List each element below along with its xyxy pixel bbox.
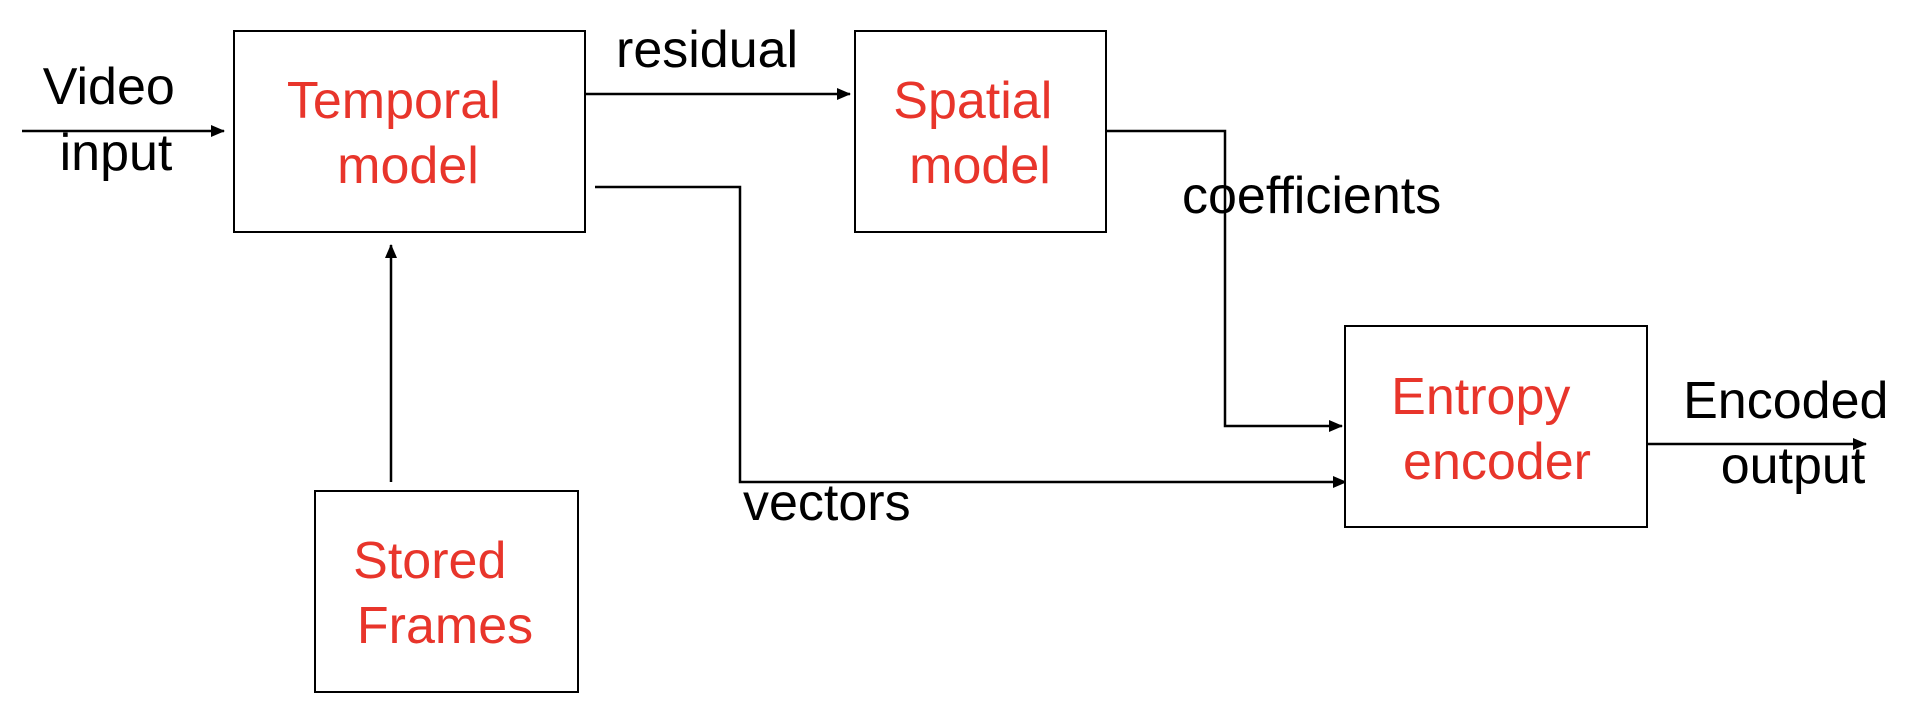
entropy-encoder-label: Entropy encoder: [1391, 368, 1591, 491]
stored-frames-label: Stored Frames: [353, 532, 533, 655]
video-input-label-line-2: input: [60, 124, 173, 182]
entropy-encoder-label-line-2: encoder: [1403, 433, 1591, 491]
spatial-model-label: Spatial model: [893, 72, 1066, 195]
stored-frames-label-line-2: Frames: [357, 597, 533, 655]
residual-label: residual: [616, 21, 798, 79]
spatial-model-label-line-2: model: [909, 137, 1051, 195]
encoded-output-label-line-1: Encoded: [1683, 372, 1888, 430]
video-input-label-line-1: Video: [43, 58, 175, 116]
spatial-model-block: Spatial model: [854, 30, 1107, 233]
entropy-encoder-block: Entropy encoder: [1344, 325, 1648, 528]
encoded-output-label: Encoded output: [1683, 372, 1903, 495]
encoded-output-label-line-2: output: [1721, 437, 1866, 495]
vectors-arrow: [595, 185, 1347, 488]
stored-frames-block: Stored Frames: [314, 490, 579, 693]
coefficients-label: coefficients: [1182, 167, 1441, 225]
video-input-label: Video input: [43, 58, 190, 182]
spatial-model-label-line-1: Spatial: [893, 72, 1052, 130]
coefficients-arrow: [1106, 129, 1343, 432]
entropy-encoder-label-line-1: Entropy: [1391, 368, 1570, 426]
temporal-model-label-line-2: model: [337, 137, 479, 195]
stored-frames-label-line-1: Stored: [353, 532, 506, 590]
temporal-model-label-line-1: Temporal: [287, 72, 501, 130]
temporal-model-block: Temporal model: [233, 30, 586, 233]
temporal-model-label: Temporal model: [287, 72, 515, 195]
vectors-label: vectors: [743, 474, 911, 532]
